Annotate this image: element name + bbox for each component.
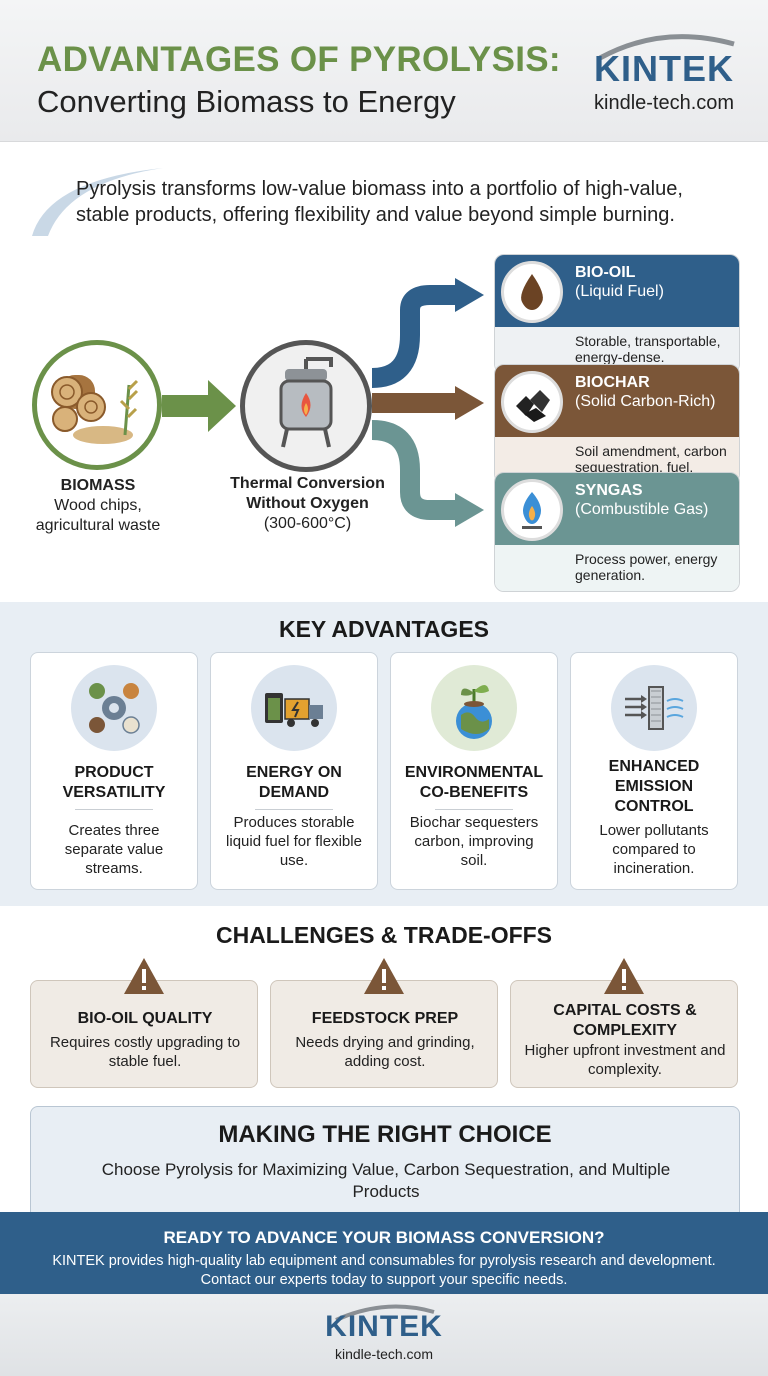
product-card-bio-oil: BIO-OIL (Liquid Fuel) Storable, transpor… (494, 254, 740, 374)
challenge-name: CAPITAL COSTS & COMPLEXITY (553, 1002, 697, 1039)
brand-logo[interactable]: KINTEK kindle-tech.com (594, 48, 744, 115)
challenge-name: FEEDSTOCK PREP (311, 1010, 459, 1027)
header: ADVANTAGES OF PYROLYSIS: Converting Biom… (0, 0, 768, 142)
wood-logs-icon (51, 375, 139, 444)
charcoal-icon (501, 371, 563, 433)
footer-brand-url[interactable]: kindle-tech.com (334, 1346, 434, 1362)
challenge-card-feedstock: FEEDSTOCK PREP Needs drying and grinding… (270, 980, 498, 1088)
advantage-name: ENERGY ON DEMAND (246, 764, 342, 801)
product-type: (Solid Carbon-Rich) (575, 393, 716, 410)
product-name: SYNGAS (575, 482, 643, 499)
product-name: BIOCHAR (575, 374, 650, 391)
advantage-card-emission: ENHANCED EMISSION CONTROL Lower pollutan… (570, 652, 738, 890)
advantage-desc: Lower pollutants compared to incineratio… (599, 822, 709, 877)
gas-flame-icon (501, 479, 563, 541)
biomass-name: BIOMASS (60, 477, 136, 494)
cta-text: KINTEK provides high-quality lab equipme… (52, 1253, 716, 1288)
flow-arrows (162, 278, 484, 527)
reactor-label: Thermal Conversion Without Oxygen (300-6… (215, 474, 400, 534)
biomass-label: BIOMASS Wood chips, agricultural waste (18, 476, 178, 536)
biomass-circle (32, 340, 162, 470)
cycle-gear-icon (71, 665, 157, 751)
challenge-name: BIO-OIL QUALITY (77, 1010, 213, 1027)
challenge-card-capital: CAPITAL COSTS & COMPLEXITY Higher upfron… (510, 980, 738, 1088)
challenge-card-bio-oil: BIO-OIL QUALITY Requires costly upgradin… (30, 980, 258, 1088)
brand-url: kindle-tech.com (594, 92, 735, 114)
challenge-desc: Requires costly upgrading to stable fuel… (49, 1034, 241, 1070)
challenge-desc: Higher upfront investment and complexity… (524, 1042, 726, 1078)
product-type: (Liquid Fuel) (575, 283, 664, 300)
cta-banner[interactable]: READY TO ADVANCE YOUR BIOMASS CONVERSION… (0, 1212, 768, 1294)
challenges-title: CHALLENGES & TRADE-OFFS (215, 922, 553, 948)
reactor-icon (279, 357, 333, 448)
divider (75, 809, 153, 810)
intro-text: Pyrolysis transforms low-value biomass i… (76, 178, 683, 226)
advantage-name: ENHANCED EMISSION CONTROL (608, 758, 700, 815)
advantage-name: PRODUCT VERSATILITY (62, 764, 166, 801)
divider (435, 809, 513, 810)
swoosh-icon (32, 168, 163, 236)
advantage-name: ENVIRONMENTAL CO-BENEFITS (404, 764, 544, 801)
product-name: BIO-OIL (575, 264, 636, 281)
oil-drop-icon (501, 261, 563, 323)
product-card-syngas: SYNGAS (Combustible Gas) Process power, … (494, 472, 740, 592)
page-title: ADVANTAGES OF PYROLYSIS: (37, 40, 561, 79)
warning-icon (604, 958, 644, 994)
biomass-desc: Wood chips, agricultural waste (35, 497, 161, 534)
filter-icon (611, 665, 697, 751)
product-card-biochar: BIOCHAR (Solid Carbon-Rich) Soil amendme… (494, 364, 740, 484)
warning-icon (364, 958, 404, 994)
footer-brand-name[interactable]: KINTEK (325, 1310, 443, 1343)
divider (255, 809, 333, 810)
challenge-desc: Needs drying and grinding, adding cost. (295, 1034, 475, 1070)
reactor-temp: (300-600°C) (263, 515, 352, 532)
warning-icon (124, 958, 164, 994)
advantage-desc: Produces storable liquid fuel for flexib… (226, 814, 362, 869)
reactor-name: Thermal Conversion Without Oxygen (230, 475, 385, 512)
brand-name: KINTEK (594, 48, 734, 89)
reactor-circle (240, 340, 372, 472)
product-type: (Combustible Gas) (575, 501, 709, 518)
advantages-title: KEY ADVANTAGES (278, 616, 489, 642)
earth-sprout-icon (431, 665, 517, 751)
footer: KINTEK kindle-tech.com (0, 1294, 768, 1376)
choice-text: Choose Pyrolysis for Maximizing Value, C… (101, 1160, 671, 1201)
product-desc: Process power, energy generation. (495, 545, 739, 591)
cta-title: READY TO ADVANCE YOUR BIOMASS CONVERSION… (163, 1228, 605, 1247)
logo-arc-icon (598, 34, 735, 60)
advantage-card-versatility: PRODUCT VERSATILITY Creates three separa… (30, 652, 198, 890)
advantage-card-energy: ENERGY ON DEMAND Produces storable liqui… (210, 652, 378, 890)
battery-truck-icon (251, 665, 337, 751)
advantage-desc: Creates three separate value streams. (64, 822, 164, 877)
choice-title: MAKING THE RIGHT CHOICE (218, 1121, 552, 1148)
advantage-card-environmental: ENVIRONMENTAL CO-BENEFITS Biochar seques… (390, 652, 558, 890)
right-choice-panel: MAKING THE RIGHT CHOICE Choose Pyrolysis… (30, 1106, 740, 1218)
page-subtitle: Converting Biomass to Energy (37, 84, 456, 119)
advantage-desc: Biochar sequesters carbon, improving soi… (409, 814, 539, 869)
logo-arc-icon (335, 1304, 435, 1322)
